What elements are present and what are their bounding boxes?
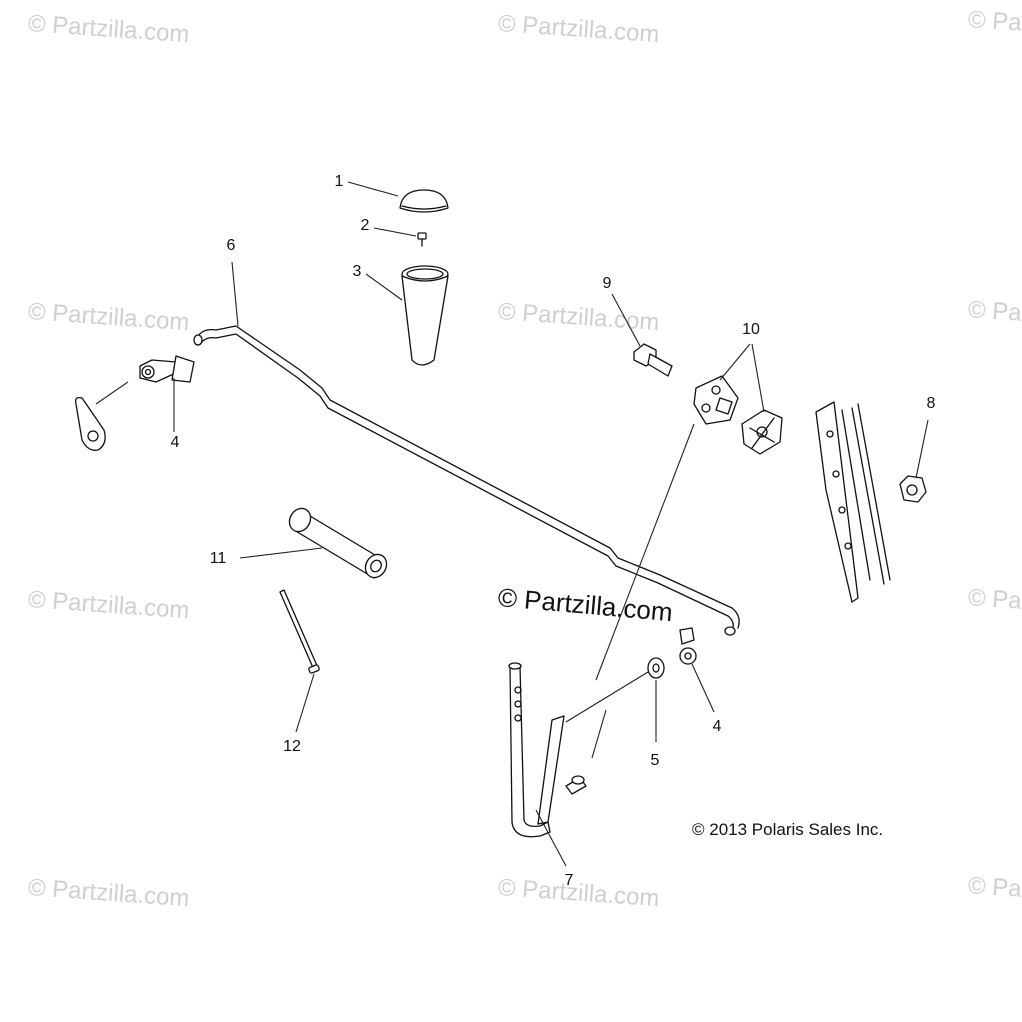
copyright-notice: © 2013 Polaris Sales Inc. bbox=[692, 820, 884, 839]
leader-line bbox=[535, 809, 567, 867]
callout-6: 6 bbox=[226, 237, 236, 254]
shift-boot bbox=[288, 507, 388, 579]
leader-line bbox=[595, 423, 695, 681]
callout-8: 8 bbox=[926, 395, 936, 412]
leader-line bbox=[95, 381, 129, 405]
callout-7: 7 bbox=[564, 872, 574, 889]
leader-line bbox=[347, 181, 399, 197]
callout-4-right: 4 bbox=[712, 718, 722, 735]
nut bbox=[899, 475, 927, 503]
callout-9: 9 bbox=[602, 275, 612, 292]
leader-line bbox=[611, 293, 641, 347]
callout-10: 10 bbox=[742, 321, 760, 338]
leader-line bbox=[719, 343, 751, 381]
callout-11: 11 bbox=[209, 550, 227, 567]
retainer-clip-right bbox=[679, 627, 697, 665]
leader-line bbox=[565, 671, 649, 723]
washer bbox=[647, 657, 665, 679]
shift-rod bbox=[193, 325, 740, 636]
callout-4-left: 4 bbox=[170, 434, 180, 451]
leader-line bbox=[915, 419, 929, 479]
shift-lever bbox=[508, 662, 587, 838]
callout-5: 5 bbox=[650, 752, 660, 769]
callout-2: 2 bbox=[360, 217, 370, 234]
mount-bracket bbox=[815, 401, 891, 603]
leader-line bbox=[691, 663, 715, 713]
callout-1: 1 bbox=[334, 173, 344, 190]
leader-line bbox=[295, 673, 315, 733]
shift-knob-cap bbox=[399, 189, 449, 213]
bolt bbox=[633, 343, 673, 377]
screw bbox=[417, 232, 427, 247]
leader-line bbox=[373, 227, 417, 237]
pin bbox=[279, 589, 320, 674]
bushing-pair bbox=[693, 375, 783, 455]
linkage-arm bbox=[74, 396, 106, 451]
leader-line bbox=[239, 547, 323, 559]
retainer-clip-left bbox=[139, 355, 195, 383]
leader-line bbox=[751, 343, 765, 413]
leader-line bbox=[231, 261, 239, 327]
shift-knob bbox=[401, 265, 449, 366]
callout-3: 3 bbox=[352, 263, 362, 280]
leader-line bbox=[365, 273, 403, 301]
callout-12: 12 bbox=[283, 738, 301, 755]
leader-line bbox=[591, 709, 607, 759]
